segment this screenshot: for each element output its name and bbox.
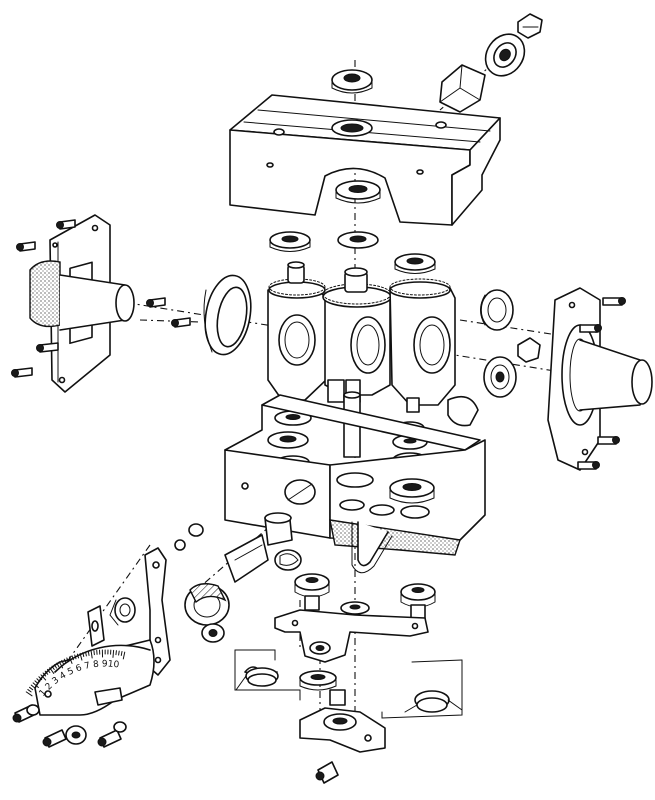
dial-screws	[12, 704, 127, 748]
dial-label: 9	[102, 659, 108, 669]
dial-tick	[53, 664, 58, 669]
top-insert-nut	[331, 69, 373, 94]
washer-stack-upper	[269, 180, 436, 274]
bushing-right	[447, 289, 541, 427]
right-plate-screws	[577, 297, 626, 470]
dial-tick	[122, 651, 126, 660]
eccentric-shaft	[174, 512, 302, 643]
dial-label: 2	[44, 681, 55, 692]
dial-tick	[76, 653, 80, 659]
dial-tick	[66, 657, 69, 663]
dial-tick	[40, 674, 47, 681]
dial-label: 5	[66, 666, 75, 677]
right-mounting-plate	[547, 287, 653, 471]
dial-tick	[25, 691, 33, 697]
dial-tick	[90, 650, 93, 659]
dial-tick	[44, 670, 49, 675]
dial-label: 4	[58, 670, 68, 682]
bent-rod	[351, 521, 393, 574]
rocker-arm	[274, 609, 429, 691]
top-bracket	[229, 94, 501, 226]
dial-tick	[85, 651, 87, 657]
rocker-posts	[294, 573, 436, 620]
dial-tick	[71, 655, 74, 661]
gear-block-left	[267, 261, 327, 401]
dial-tick	[118, 650, 120, 656]
small-insert	[87, 597, 136, 647]
bearing-ring-left	[203, 274, 252, 356]
lower-bracket	[224, 394, 486, 556]
dial-tick	[112, 649, 115, 658]
left-plate-screws	[11, 219, 191, 378]
dial-label: 1	[38, 688, 49, 699]
gear-block-center	[322, 267, 392, 403]
dial-label: 10	[107, 659, 120, 670]
dial-tick	[34, 680, 39, 685]
dial-tick	[56, 662, 60, 668]
dial-tick	[82, 652, 85, 658]
gear-block-right	[389, 278, 456, 413]
dial-tick	[32, 682, 39, 688]
dial-tick	[68, 656, 73, 664]
top-right-fitting	[439, 13, 543, 113]
dial-tick	[49, 667, 55, 674]
dial-tick	[42, 672, 47, 677]
dial-tick-marks	[25, 649, 126, 697]
dial-label: 7	[83, 661, 91, 672]
dial-tick	[30, 684, 35, 689]
dial-tick	[61, 659, 65, 665]
dial-tick	[29, 686, 34, 691]
dial-tick	[120, 651, 123, 656]
dial-tick	[27, 689, 32, 693]
dial-tick	[74, 654, 77, 660]
left-mounting-plate	[29, 214, 135, 393]
dial-tick	[87, 650, 90, 656]
dial-tick	[63, 658, 67, 664]
dial-tick	[51, 665, 55, 670]
dial-tick	[38, 676, 43, 681]
dial-tick	[36, 678, 41, 683]
dial-label: 6	[75, 663, 84, 674]
bottom-clamp	[299, 689, 386, 784]
spring-right	[381, 659, 463, 719]
spring-left	[234, 649, 301, 701]
dial-tick	[58, 661, 64, 669]
dial-label: 8	[93, 660, 100, 671]
dial-tick	[46, 668, 51, 674]
dial-tick	[79, 652, 83, 661]
dial-label: 3	[51, 675, 62, 686]
